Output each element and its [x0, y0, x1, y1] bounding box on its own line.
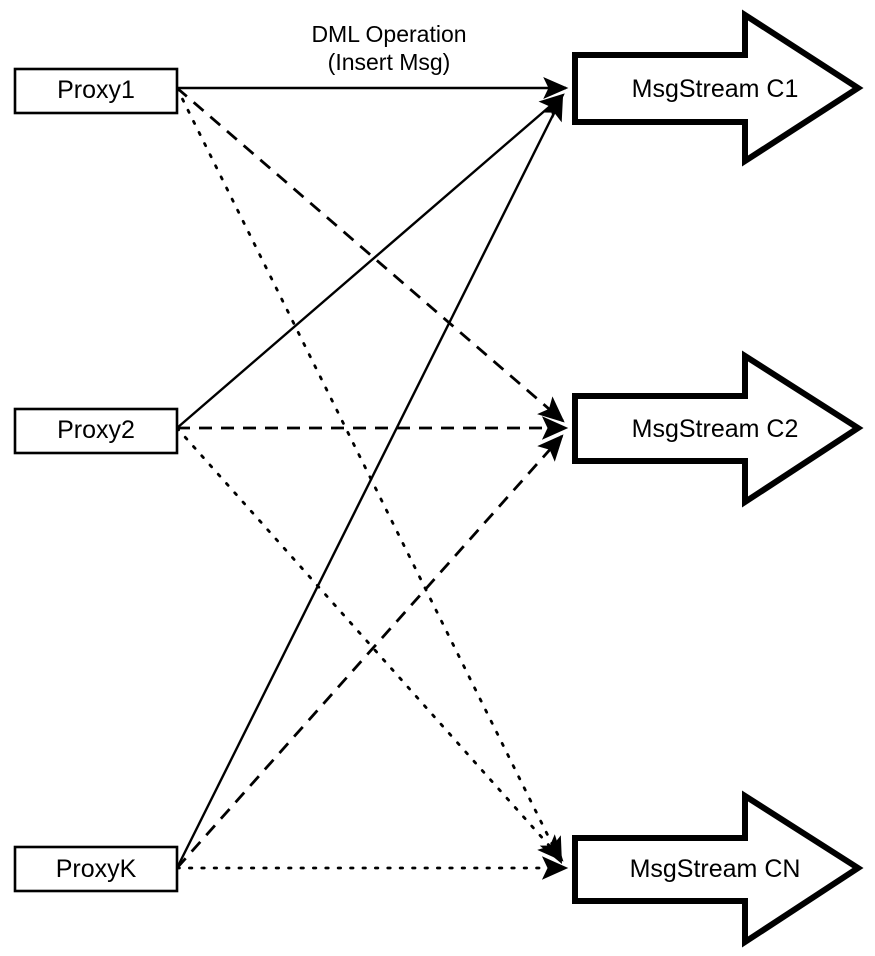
edge-proxyk-to-stream-c2 — [175, 434, 564, 869]
stream-c2-arrow-shape[interactable] — [572, 350, 864, 508]
edge-proxyk-to-stream-c1 — [175, 94, 564, 869]
stream-c1-label: MsgStream C1 — [632, 75, 799, 103]
stream-cn-label: MsgStream CN — [630, 855, 801, 883]
proxy2-label: Proxy2 — [57, 416, 135, 444]
node-stream-cn[interactable]: MsgStream CN — [572, 790, 864, 948]
proxy-nodes: Proxy1 Proxy2 ProxyK — [13, 67, 179, 893]
node-stream-c2[interactable]: MsgStream C2 — [572, 350, 864, 508]
proxyk-box[interactable] — [13, 845, 179, 893]
edge-label-dml-operation: DML Operation (Insert Msg) — [311, 21, 466, 75]
stream-c1-arrow-shape[interactable] — [572, 9, 864, 167]
edge-proxy1-to-stream-cn — [175, 86, 563, 865]
edge-proxy2-to-stream-cn — [175, 426, 564, 862]
stream-c2-label: MsgStream C2 — [632, 415, 799, 443]
connection-edges — [175, 76, 569, 880]
node-proxy1[interactable]: Proxy1 — [13, 67, 179, 115]
edge-label-line1: DML Operation — [311, 21, 466, 47]
node-stream-c1[interactable]: MsgStream C1 — [572, 9, 864, 167]
proxy2-box[interactable] — [13, 407, 179, 455]
edge-label-line2: (Insert Msg) — [328, 49, 451, 75]
proxy1-label: Proxy1 — [57, 76, 135, 104]
node-proxy2[interactable]: Proxy2 — [13, 407, 179, 455]
edge-proxy1-to-stream-c2 — [176, 86, 565, 423]
proxyk-label: ProxyK — [56, 855, 137, 883]
proxy1-box[interactable] — [13, 67, 179, 115]
edge-proxy2-to-stream-c1 — [176, 93, 565, 429]
stream-cn-arrow-shape[interactable] — [572, 790, 864, 948]
node-proxyk[interactable]: ProxyK — [13, 845, 179, 893]
msgstream-nodes: MsgStream C1 MsgStream C2 MsgStream CN — [572, 9, 864, 948]
